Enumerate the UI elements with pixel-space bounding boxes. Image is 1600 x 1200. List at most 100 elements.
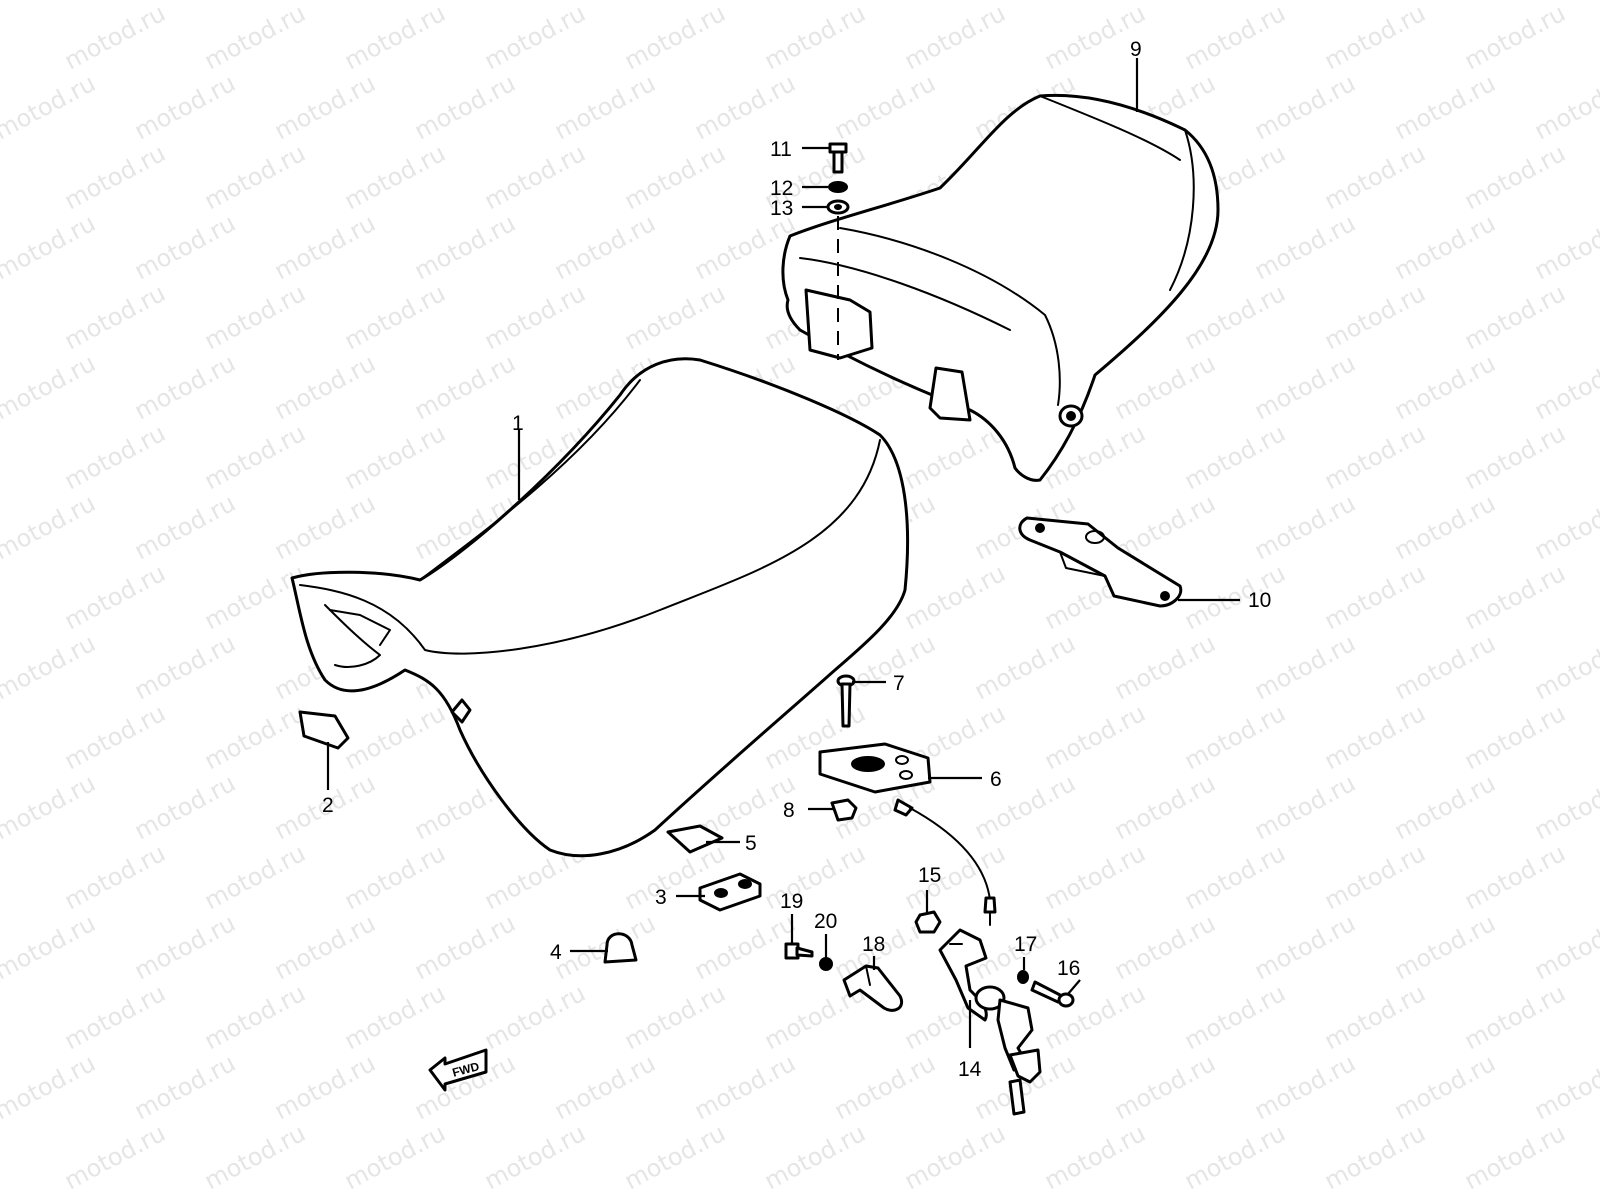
watermark-text: motod.ru (1180, 0, 1290, 75)
watermark-text: motod.ru (1180, 279, 1290, 355)
rear-seat-bolt[interactable] (828, 142, 848, 174)
watermark-text: motod.ru (0, 1049, 100, 1125)
lock-screw-washer[interactable] (1017, 970, 1029, 984)
watermark-text: motod.ru (0, 69, 100, 145)
watermark-text: motod.ru (900, 559, 1010, 635)
callout-labels: 1 2 3 4 5 6 7 8 9 10 11 12 13 14 15 16 1… (322, 38, 1271, 1081)
watermark-text: motod.ru (1250, 769, 1360, 845)
watermark-text: motod.ru (200, 979, 310, 1055)
watermark-text: motod.ru (270, 69, 380, 145)
leader-16 (1067, 979, 1081, 995)
watermark-text: motod.ru (1320, 419, 1430, 495)
watermark-text: motod.ru (1390, 1049, 1500, 1125)
callout-5: 5 (745, 832, 757, 855)
watermark-text: motod.ru (1180, 1119, 1290, 1195)
callout-4: 4 (550, 941, 562, 964)
watermark-text: motod.ru (1390, 349, 1500, 425)
watermark-text: motod.ru (1250, 69, 1360, 145)
watermark-text: motod.ru (200, 279, 310, 355)
seat-lock-with-keys[interactable] (938, 928, 1042, 1116)
watermark-text: motod.ru (410, 349, 520, 425)
callout-18: 18 (862, 933, 885, 956)
watermark-text: motod.ru (480, 1119, 590, 1195)
cushion-plate[interactable] (698, 872, 762, 912)
seat-pad[interactable] (666, 824, 724, 854)
rear-seat[interactable] (781, 93, 1220, 482)
watermark-text: motod.ru (550, 209, 660, 285)
lock-bracket-bolt[interactable] (784, 942, 814, 960)
lock-body-nut[interactable] (914, 910, 942, 934)
callout-8: 8 (783, 799, 795, 822)
watermark-text: motod.ru (340, 419, 450, 495)
watermark-text: motod.ru (200, 419, 310, 495)
watermark-text: motod.ru (340, 1119, 450, 1195)
watermark-text: motod.ru (200, 139, 310, 215)
rubber-cushion[interactable] (603, 932, 638, 964)
lock-bracket[interactable] (842, 964, 903, 1012)
callout-14: 14 (958, 1058, 982, 1081)
watermark-text: motod.ru (340, 979, 450, 1055)
watermark-text: motod.ru (1530, 629, 1600, 705)
watermark-text: motod.ru (1180, 979, 1290, 1055)
watermark-text: motod.ru (340, 0, 450, 75)
watermark-text: motod.ru (830, 69, 940, 145)
watermark-text: motod.ru (270, 909, 380, 985)
watermark-text: motod.ru (200, 699, 310, 775)
watermark-text: motod.ru (340, 699, 450, 775)
watermark-text: motod.ru (550, 909, 660, 985)
lock-body-screw[interactable] (1030, 980, 1075, 1008)
watermark-text: motod.ru (550, 69, 660, 145)
watermark-text: motod.ru (0, 349, 100, 425)
seat-cover-piece[interactable] (298, 710, 350, 750)
watermark-text: motod.ru (1530, 349, 1600, 425)
watermark-text: motod.ru (1460, 0, 1570, 75)
callout-9: 9 (1130, 38, 1142, 61)
watermark-text: motod.ru (270, 489, 380, 565)
lock-nut[interactable] (830, 798, 858, 822)
watermark-text: motod.ru (1530, 0, 1600, 5)
watermark-text: motod.ru (0, 629, 100, 705)
watermark-text: motod.ru (0, 909, 100, 985)
seat-lock-assembly[interactable] (818, 742, 997, 926)
callout-11: 11 (770, 138, 792, 161)
watermark-text: motod.ru (1110, 909, 1220, 985)
watermark-text: motod.ru (480, 979, 590, 1055)
watermark-text: motod.ru (1460, 279, 1570, 355)
watermark-text: motod.ru (1390, 629, 1500, 705)
watermark-text: motod.ru (60, 139, 170, 215)
watermark-text: motod.ru (130, 629, 240, 705)
main-seat[interactable] (290, 357, 910, 858)
watermark-text: motod.ru (690, 909, 800, 985)
watermark-text: motod.ru (340, 139, 450, 215)
watermark-text: motod.ru (1460, 979, 1570, 1055)
watermark-text: motod.ru (900, 0, 1010, 75)
seat-bracket[interactable] (1018, 516, 1183, 608)
watermark-text: motod.ru (1460, 559, 1570, 635)
lock-bracket-washer[interactable] (819, 957, 833, 971)
watermark-text: motod.ru (1040, 1119, 1150, 1195)
watermark-text: motod.ru (1530, 909, 1600, 985)
watermark-text: motod.ru (1390, 69, 1500, 145)
watermark-text: motod.ru (620, 279, 730, 355)
watermark-text: motod.ru (1040, 839, 1150, 915)
watermark-text: motod.ru (200, 1119, 310, 1195)
watermark-text: motod.ru (0, 769, 100, 845)
watermark-text: motod.ru (60, 279, 170, 355)
watermark-text: motod.ru (1250, 909, 1360, 985)
callout-2: 2 (322, 794, 334, 817)
watermark-text: motod.ru (60, 0, 170, 75)
watermark-text: motod.ru (130, 489, 240, 565)
watermark-text: motod.ru (1320, 139, 1430, 215)
watermark-text: motod.ru (60, 979, 170, 1055)
watermark-text: motod.ru (1110, 629, 1220, 705)
rear-seat-lock-washer[interactable] (828, 181, 848, 193)
watermark-text: motod.ru (270, 349, 380, 425)
watermark-text: motod.ru (1460, 699, 1570, 775)
callout-1: 1 (512, 412, 524, 435)
watermark-text: motod.ru (1390, 909, 1500, 985)
rear-seat-washer[interactable] (826, 199, 850, 215)
watermark-text: motod.ru (1320, 559, 1430, 635)
watermark-text: motod.ru (620, 979, 730, 1055)
callout-19: 19 (780, 890, 803, 913)
watermark-text: motod.ru (900, 419, 1010, 495)
